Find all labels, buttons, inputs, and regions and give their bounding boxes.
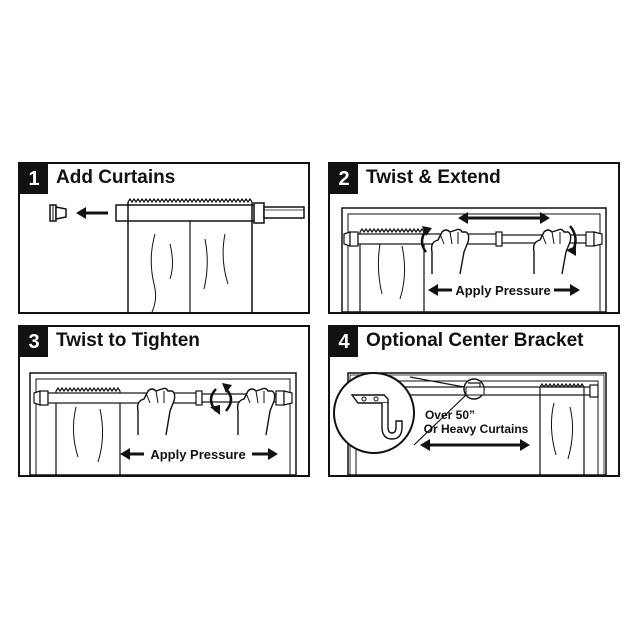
extend-arrow-icon — [458, 212, 550, 224]
window-frame-icon — [341, 207, 607, 312]
left-hand-icon — [136, 387, 176, 436]
step-4-panel: Over 50” Or Heavy Curtains 4 Optional Ce… — [328, 325, 620, 477]
step-1-illustration — [49, 197, 305, 312]
apply-pressure-arrow-icon — [120, 448, 278, 460]
step-caption: Apply Pressure — [150, 447, 245, 462]
step-4-illustration: Over 50” Or Heavy Curtains — [333, 372, 607, 475]
span-arrow-icon — [420, 439, 530, 451]
curtain-panel-icon — [127, 197, 253, 312]
step-caption-line-1: Over 50” — [425, 408, 475, 422]
apply-pressure-arrow-icon — [428, 284, 580, 296]
window-frame-icon — [29, 372, 297, 475]
step-2-illustration: Apply Pressure — [341, 207, 607, 312]
twist-right-arrow-icon — [566, 225, 577, 256]
step-2-panel: Apply Pressure 2 Twist & Extend — [328, 162, 620, 314]
bracket-callout-line — [409, 376, 467, 446]
step-title: Twist & Extend — [366, 167, 501, 188]
step-number: 1 — [20, 164, 48, 194]
step-1-panel: 1 Add Curtains — [18, 162, 310, 314]
step-3-illustration: Apply Pressure — [29, 372, 297, 475]
right-hand-icon — [532, 228, 572, 275]
curtain-panel-icon — [539, 382, 585, 475]
small-bracket-icon — [463, 378, 485, 400]
twist-arrow-icon — [209, 383, 233, 415]
step-title: Twist to Tighten — [56, 330, 200, 351]
step-title: Optional Center Bracket — [366, 330, 584, 351]
step-title: Add Curtains — [56, 167, 176, 188]
left-hand-icon — [430, 228, 470, 275]
step-caption: Apply Pressure — [455, 283, 550, 298]
step-number: 4 — [330, 327, 358, 357]
rod-end-cap-icon — [49, 204, 67, 222]
twist-left-arrow-icon — [420, 226, 432, 253]
step-number: 2 — [330, 164, 358, 194]
center-bracket-zoom-icon — [333, 372, 415, 454]
remove-cap-arrow-icon — [76, 207, 108, 219]
curtain-panel-icon — [359, 227, 425, 312]
right-hand-icon — [236, 387, 276, 436]
step-caption-line-2: Or Heavy Curtains — [424, 422, 529, 436]
step-number: 3 — [20, 327, 48, 357]
step-3-panel: Apply Pressure 3 Twist to Tighten — [18, 325, 310, 477]
curtain-panel-icon — [55, 386, 121, 475]
tension-rod-icon — [115, 202, 305, 224]
tension-rod-icon — [33, 390, 293, 406]
